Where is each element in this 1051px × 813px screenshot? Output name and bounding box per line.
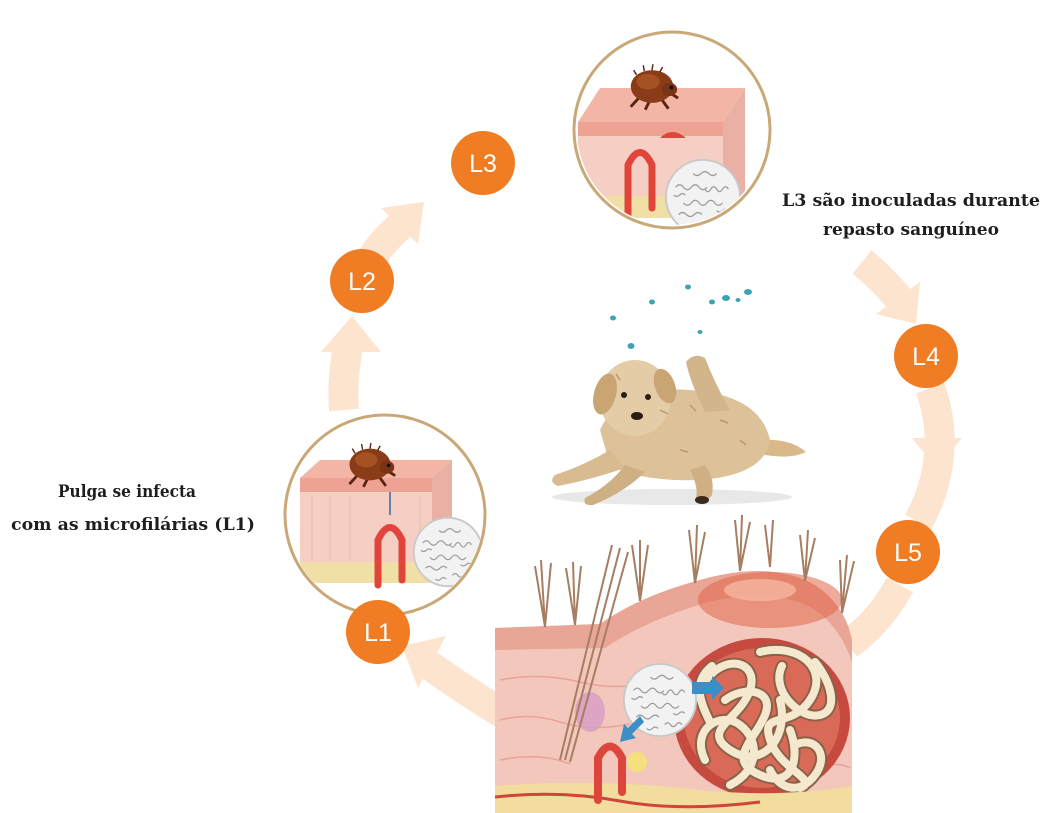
flea-infection-inset bbox=[285, 415, 485, 615]
epidermis-band bbox=[578, 122, 723, 136]
dome-highlight bbox=[724, 579, 796, 601]
annotation-flea-infection: Pulga se infecta com as microfilárias (L… bbox=[11, 482, 255, 535]
stage-label: L5 bbox=[894, 539, 922, 567]
fat-cell bbox=[627, 752, 647, 772]
annotation-line: L3 são inoculadas durante bbox=[782, 191, 1040, 211]
skin-section-illustration bbox=[495, 515, 854, 813]
annotation-line: Pulga se infecta bbox=[58, 482, 196, 502]
dog-nose bbox=[631, 412, 643, 420]
stage-label: L2 bbox=[348, 268, 376, 296]
stage-label: L3 bbox=[469, 150, 497, 178]
dog-eye bbox=[645, 394, 651, 400]
stage-badge-l5: L5 bbox=[876, 520, 940, 584]
dog-eye bbox=[621, 392, 627, 398]
cycle-arrow-inset-to-l4 bbox=[862, 262, 900, 300]
stage-label: L1 bbox=[364, 619, 392, 647]
arrowhead-to-l5 bbox=[912, 438, 962, 468]
stage-label: L4 bbox=[912, 343, 940, 371]
cycle-arrow-inset-to-l2 bbox=[343, 345, 348, 410]
stage-badge-l2: L2 bbox=[330, 249, 394, 313]
droplets bbox=[610, 285, 752, 350]
stage-badge-l3: L3 bbox=[451, 131, 515, 195]
cycle-arrow-skin-to-l1 bbox=[425, 662, 505, 715]
microfilaria-icon bbox=[414, 518, 482, 586]
fat-layer bbox=[300, 562, 432, 583]
stage-badge-l4: L4 bbox=[894, 324, 958, 388]
dog-illustration bbox=[552, 356, 806, 505]
dog-paw bbox=[695, 496, 709, 504]
annotation-line: repasto sanguíneo bbox=[823, 220, 999, 240]
stage-badge-l1: L1 bbox=[346, 600, 410, 664]
annotation-l3-inoculation: L3 são inoculadas durante repasto sanguí… bbox=[782, 191, 1040, 240]
cycle-arrow-l5-to-skin bbox=[848, 585, 900, 645]
l3-inoculation-inset bbox=[574, 32, 770, 234]
annotation-line: com as microfilárias (L1) bbox=[11, 515, 255, 535]
arrowhead-to-l2 bbox=[321, 316, 381, 352]
